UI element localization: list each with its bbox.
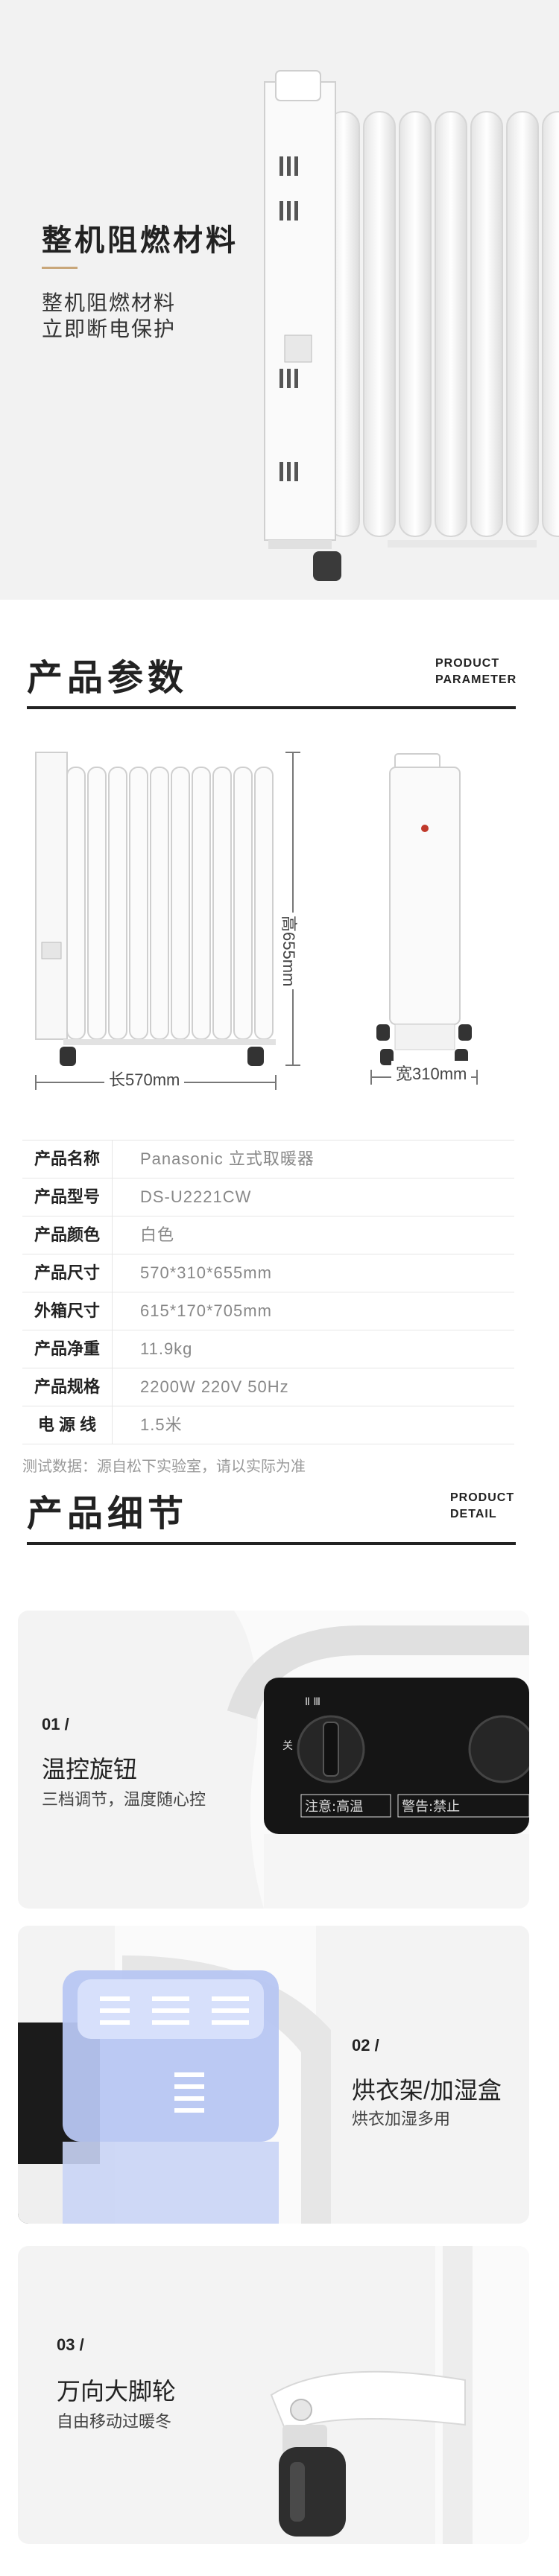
detail-subtitle: 烘衣加湿多用 — [352, 2110, 451, 2128]
spec-value: 2200W 220V 50Hz — [140, 1377, 289, 1396]
spec-key: 产品尺寸 — [22, 1254, 113, 1292]
params-section-en-line2: PARAMETER — [435, 673, 517, 686]
params-section-title: 产品参数 — [27, 659, 189, 698]
spec-value: 570*310*655mm — [140, 1263, 272, 1282]
accent-divider — [42, 267, 78, 269]
detail-card-casters: 03 / 万向大脚轮 自由移动过暖冬 — [18, 2246, 529, 2544]
spec-key: 产品颜色 — [22, 1216, 113, 1254]
detail-card-humidifier: 02 / 烘衣架/加湿盒 烘衣加湿多用 — [18, 1926, 529, 2224]
spec-row: 产品名称 Panasonic 立式取暖器 — [22, 1140, 514, 1178]
spec-key: 产品净重 — [22, 1330, 113, 1368]
detail-number: 02 / — [352, 2036, 379, 2055]
humidifier-box-image — [18, 1926, 331, 2224]
spec-key: 产品型号 — [22, 1178, 113, 1216]
detail-subtitle: 三档调节，温度随心控 — [42, 1790, 206, 1809]
details-section-en-line1: PRODUCT — [450, 1491, 515, 1504]
test-data-note: 测试数据：源自松下实验室，请以实际为准 — [22, 1459, 306, 1475]
heater-side-image — [264, 70, 559, 581]
detail-title: 烘衣架/加湿盒 — [352, 2077, 502, 2104]
svg-text:Ⅱ Ⅲ: Ⅱ Ⅲ — [305, 1696, 320, 1708]
spec-key: 外箱尺寸 — [22, 1292, 113, 1330]
spec-row: 产品尺寸 570*310*655mm — [22, 1254, 514, 1292]
height-dimension-label: 高655mm — [278, 913, 302, 990]
detail-number: 03 / — [57, 2335, 84, 2354]
detail-number: 01 / — [42, 1715, 69, 1733]
hero-banner: 整机阻燃材料 整机阻燃材料 立即断电保护 — [0, 0, 559, 600]
params-section-rule — [27, 706, 516, 709]
thermostat-knob-image: Ⅱ Ⅲ 关 注意:高温 警告:禁止 — [227, 1611, 529, 1909]
details-section-title: 产品细节 — [27, 1494, 189, 1534]
panel-warning-text: 注意:高温 — [305, 1799, 363, 1815]
hero-subtitle-line1: 整机阻燃材料 — [42, 291, 177, 314]
spec-value: Panasonic 立式取暖器 — [140, 1149, 315, 1168]
spec-key: 产品规格 — [22, 1368, 113, 1406]
spec-value: 1.5米 — [140, 1415, 183, 1434]
detail-title: 温控旋钮 — [42, 1756, 138, 1783]
spec-row: 产品规格 2200W 220V 50Hz — [22, 1368, 514, 1406]
spec-value: 11.9kg — [140, 1339, 193, 1358]
panel-warning-text-2: 警告:禁止 — [402, 1799, 460, 1815]
width-dimension-label: 宽310mm — [391, 1061, 472, 1085]
spec-row: 产品颜色 白色 — [22, 1216, 514, 1254]
spec-row: 电 源 线 1.5米 — [22, 1406, 514, 1444]
spec-row: 外箱尺寸 615*170*705mm — [22, 1292, 514, 1330]
spec-value: DS-U2221CW — [140, 1187, 252, 1206]
spec-row: 产品型号 DS-U2221CW — [22, 1178, 514, 1216]
spec-value: 615*170*705mm — [140, 1301, 272, 1320]
params-section-en-line1: PRODUCT — [435, 657, 500, 670]
hero-title: 整机阻燃材料 — [42, 224, 239, 257]
spec-key: 产品名称 — [22, 1141, 113, 1178]
length-dimension-label: 长570mm — [104, 1067, 185, 1091]
detail-subtitle: 自由移动过暖冬 — [57, 2412, 172, 2431]
details-section-rule — [27, 1542, 516, 1545]
detail-card-thermostat: Ⅱ Ⅲ 关 注意:高温 警告:禁止 01 / 温控旋钮 三档调节，温度随心控 — [18, 1611, 529, 1909]
spec-row: 产品净重 11.9kg — [22, 1330, 514, 1368]
caster-wheel-image — [270, 2246, 529, 2544]
details-section-en-line2: DETAIL — [450, 1508, 497, 1520]
dimension-diagram — [35, 752, 478, 1090]
spec-value: 白色 — [140, 1225, 175, 1244]
svg-text:关: 关 — [282, 1740, 293, 1752]
hero-subtitle-line2: 立即断电保护 — [42, 317, 177, 340]
spec-key: 电 源 线 — [22, 1406, 113, 1444]
detail-title: 万向大脚轮 — [57, 2378, 177, 2405]
